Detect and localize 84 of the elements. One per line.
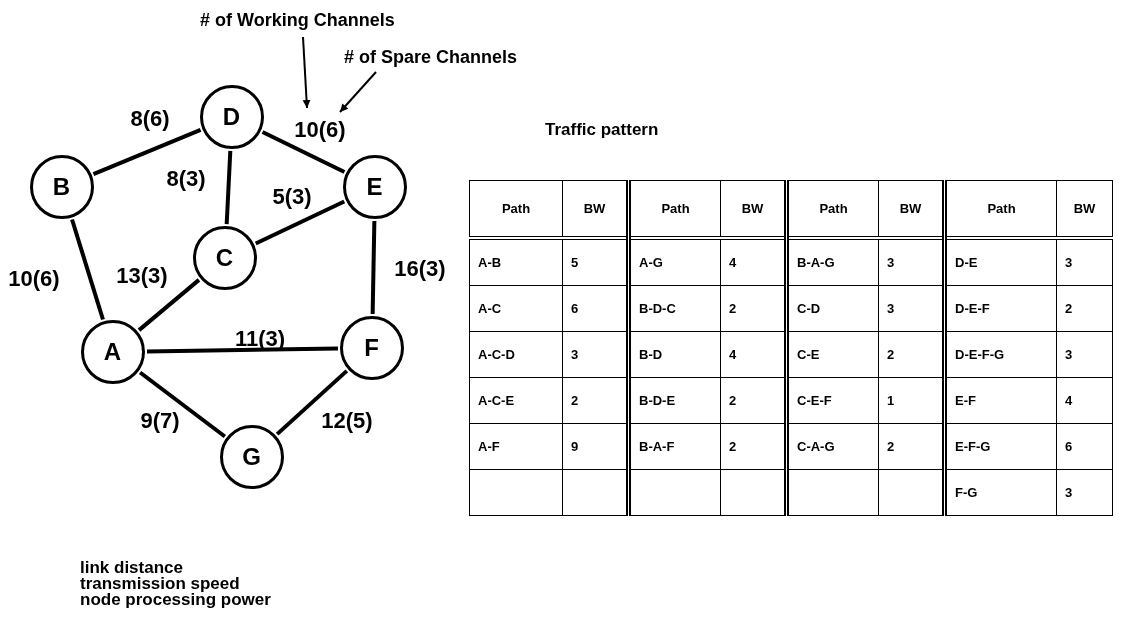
path-entry: C-E [797, 347, 820, 362]
column-header: Path [661, 201, 690, 216]
path-entry: A-G [639, 255, 663, 270]
note-text: link distance [80, 560, 183, 576]
bandwidth-value: 2 [729, 393, 737, 408]
link-line [370, 220, 377, 315]
column-header: BW [899, 201, 922, 216]
table-title: Traffic pattern [545, 120, 659, 140]
path-entry: B-A-G [797, 255, 835, 270]
bandwidth-value: 2 [729, 439, 737, 454]
link-line [92, 128, 202, 176]
path-entry: B-D-C [639, 301, 676, 316]
link-line [224, 150, 233, 225]
edge-label: 8(6) [130, 108, 170, 130]
link-line [138, 370, 227, 439]
column-header: BW [583, 201, 606, 216]
edge-label: 10(6) [8, 268, 60, 290]
column-header: BW [741, 201, 764, 216]
bandwidth-value: 3 [887, 255, 895, 270]
annotation-text: # of Working Channels [200, 10, 395, 31]
edge-label: 5(3) [272, 186, 312, 208]
network-node: E [342, 154, 407, 219]
network-node: B [29, 154, 94, 219]
edge-label: 13(3) [116, 265, 168, 287]
path-entry: B-A-F [639, 439, 675, 454]
path-entry: D-E-F-G [955, 347, 1005, 362]
bandwidth-value: 5 [571, 255, 579, 270]
path-entry: B-D-E [639, 393, 676, 408]
path-entry: C-A-G [797, 439, 835, 454]
network-node: C [192, 225, 257, 290]
network-node: D [199, 84, 264, 149]
bandwidth-value: 3 [1065, 347, 1073, 362]
note-text: node processing power [80, 592, 271, 608]
edge-label: 8(3) [166, 168, 206, 190]
edge-label: 12(5) [321, 410, 373, 432]
network-node: G [219, 424, 284, 489]
path-entry: A-B [478, 255, 502, 270]
bandwidth-value: 3 [571, 347, 579, 362]
bandwidth-value: 3 [887, 301, 895, 316]
network-node: A [80, 319, 145, 384]
bandwidth-value: 2 [887, 347, 895, 362]
link-line [261, 130, 346, 174]
link-line [146, 346, 339, 354]
link-line [254, 199, 346, 246]
edge-label: 16(3) [394, 258, 446, 280]
column-header: Path [501, 201, 531, 216]
column-header: Path [987, 201, 1016, 216]
bandwidth-value: 6 [1065, 439, 1073, 454]
network-node: F [339, 315, 404, 380]
bandwidth-value: 4 [729, 255, 737, 270]
edge-label: 10(6) [294, 119, 346, 141]
link-line [137, 278, 201, 332]
bandwidth-value: 2 [729, 301, 737, 316]
bandwidth-value: 2 [887, 439, 895, 454]
link-line [70, 218, 105, 321]
path-entry: A-C-E [478, 393, 515, 408]
column-header: BW [1073, 201, 1096, 216]
bandwidth-value: 3 [1065, 255, 1073, 270]
link-line [275, 369, 349, 436]
path-entry: F-G [955, 485, 978, 500]
bandwidth-value: 6 [571, 301, 579, 316]
bandwidth-value: 1 [887, 393, 895, 408]
path-entry: C-E-F [797, 393, 832, 408]
path-entry: D-E [955, 255, 978, 270]
annotation-text: # of Spare Channels [344, 47, 518, 68]
path-entry: E-F [955, 393, 976, 408]
bandwidth-value: 3 [1065, 485, 1073, 500]
bandwidth-value: 9 [571, 439, 579, 454]
bandwidth-value: 4 [729, 347, 737, 362]
path-entry: E-F-G [955, 439, 991, 454]
path-entry: B-D [639, 347, 663, 362]
bandwidth-value: 2 [1065, 301, 1073, 316]
path-entry: C-D [797, 301, 821, 316]
bandwidth-value: 4 [1065, 393, 1073, 408]
path-entry: D-E-F [955, 301, 990, 316]
leader-arrow [339, 71, 377, 113]
edge-label: 9(7) [140, 410, 180, 432]
path-entry: A-C [478, 301, 502, 316]
leader-arrow [302, 36, 311, 109]
path-entry: A-C-D [478, 347, 515, 362]
note-text: transmission speed [80, 576, 240, 592]
bandwidth-value: 2 [571, 393, 579, 408]
path-entry: A-F [478, 439, 500, 454]
column-header: Path [819, 201, 848, 216]
